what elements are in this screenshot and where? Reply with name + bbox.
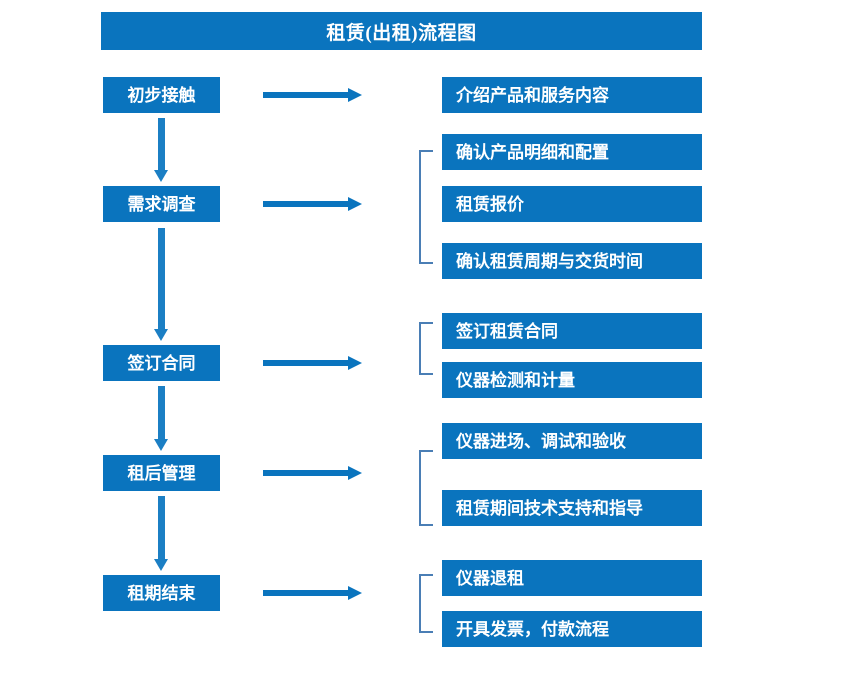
detail-label: 介绍产品和服务内容 xyxy=(456,85,609,105)
detail-label: 租赁报价 xyxy=(456,194,524,214)
detail-label: 仪器检测和计量 xyxy=(456,370,575,390)
stage-label: 初步接触 xyxy=(127,85,196,105)
stage-box-post-rental-management[interactable]: 租后管理 xyxy=(103,455,220,491)
detail-box-technical-support[interactable]: 租赁期间技术支持和指导 xyxy=(442,490,702,526)
right-arrow-icon-4 xyxy=(263,464,363,482)
detail-box-rental-quotation[interactable]: 租赁报价 xyxy=(442,186,702,222)
detail-box-confirm-lease-period[interactable]: 确认租赁周期与交货时间 xyxy=(442,243,702,279)
stage-label: 租后管理 xyxy=(127,463,196,483)
right-arrow-icon-2 xyxy=(263,195,363,213)
detail-label: 确认产品明细和配置 xyxy=(456,142,609,162)
diagram-title-bar: 租赁(出租)流程图 xyxy=(101,12,702,50)
detail-box-invoice-payment[interactable]: 开具发票，付款流程 xyxy=(442,611,702,647)
detail-box-instrument-return[interactable]: 仪器退租 xyxy=(442,560,702,596)
group-bracket-3 xyxy=(419,450,433,526)
stage-box-sign-contract[interactable]: 签订合同 xyxy=(103,345,220,381)
group-bracket-1 xyxy=(419,150,433,264)
detail-label: 签订租赁合同 xyxy=(456,321,558,341)
down-arrow-icon-2 xyxy=(152,228,170,341)
detail-label: 开具发票，付款流程 xyxy=(456,619,609,639)
detail-box-instrument-inspection[interactable]: 仪器检测和计量 xyxy=(442,362,702,398)
right-arrow-icon-1 xyxy=(263,86,363,104)
detail-box-sign-lease-agreement[interactable]: 签订租赁合同 xyxy=(442,313,702,349)
stage-box-initial-contact[interactable]: 初步接触 xyxy=(103,77,220,113)
down-arrow-icon-3 xyxy=(152,386,170,451)
detail-label: 租赁期间技术支持和指导 xyxy=(456,498,643,518)
detail-label: 确认租赁周期与交货时间 xyxy=(456,251,643,271)
down-arrow-icon-1 xyxy=(152,118,170,182)
page-title: 租赁(出租)流程图 xyxy=(326,22,477,44)
down-arrow-icon-4 xyxy=(152,496,170,571)
stage-box-lease-end[interactable]: 租期结束 xyxy=(103,575,220,611)
detail-label: 仪器退租 xyxy=(456,568,524,588)
detail-box-introduce-products[interactable]: 介绍产品和服务内容 xyxy=(442,77,702,113)
stage-label: 签订合同 xyxy=(127,353,196,373)
detail-label: 仪器进场、调试和验收 xyxy=(456,431,626,451)
stage-label: 需求调查 xyxy=(127,194,196,214)
detail-box-confirm-product-details[interactable]: 确认产品明细和配置 xyxy=(442,134,702,170)
group-bracket-4 xyxy=(419,574,433,633)
right-arrow-icon-3 xyxy=(263,354,363,372)
stage-label: 租期结束 xyxy=(127,583,196,603)
group-bracket-2 xyxy=(419,322,433,375)
right-arrow-icon-5 xyxy=(263,584,363,602)
stage-box-needs-survey[interactable]: 需求调查 xyxy=(103,186,220,222)
detail-box-instrument-delivery[interactable]: 仪器进场、调试和验收 xyxy=(442,423,702,459)
